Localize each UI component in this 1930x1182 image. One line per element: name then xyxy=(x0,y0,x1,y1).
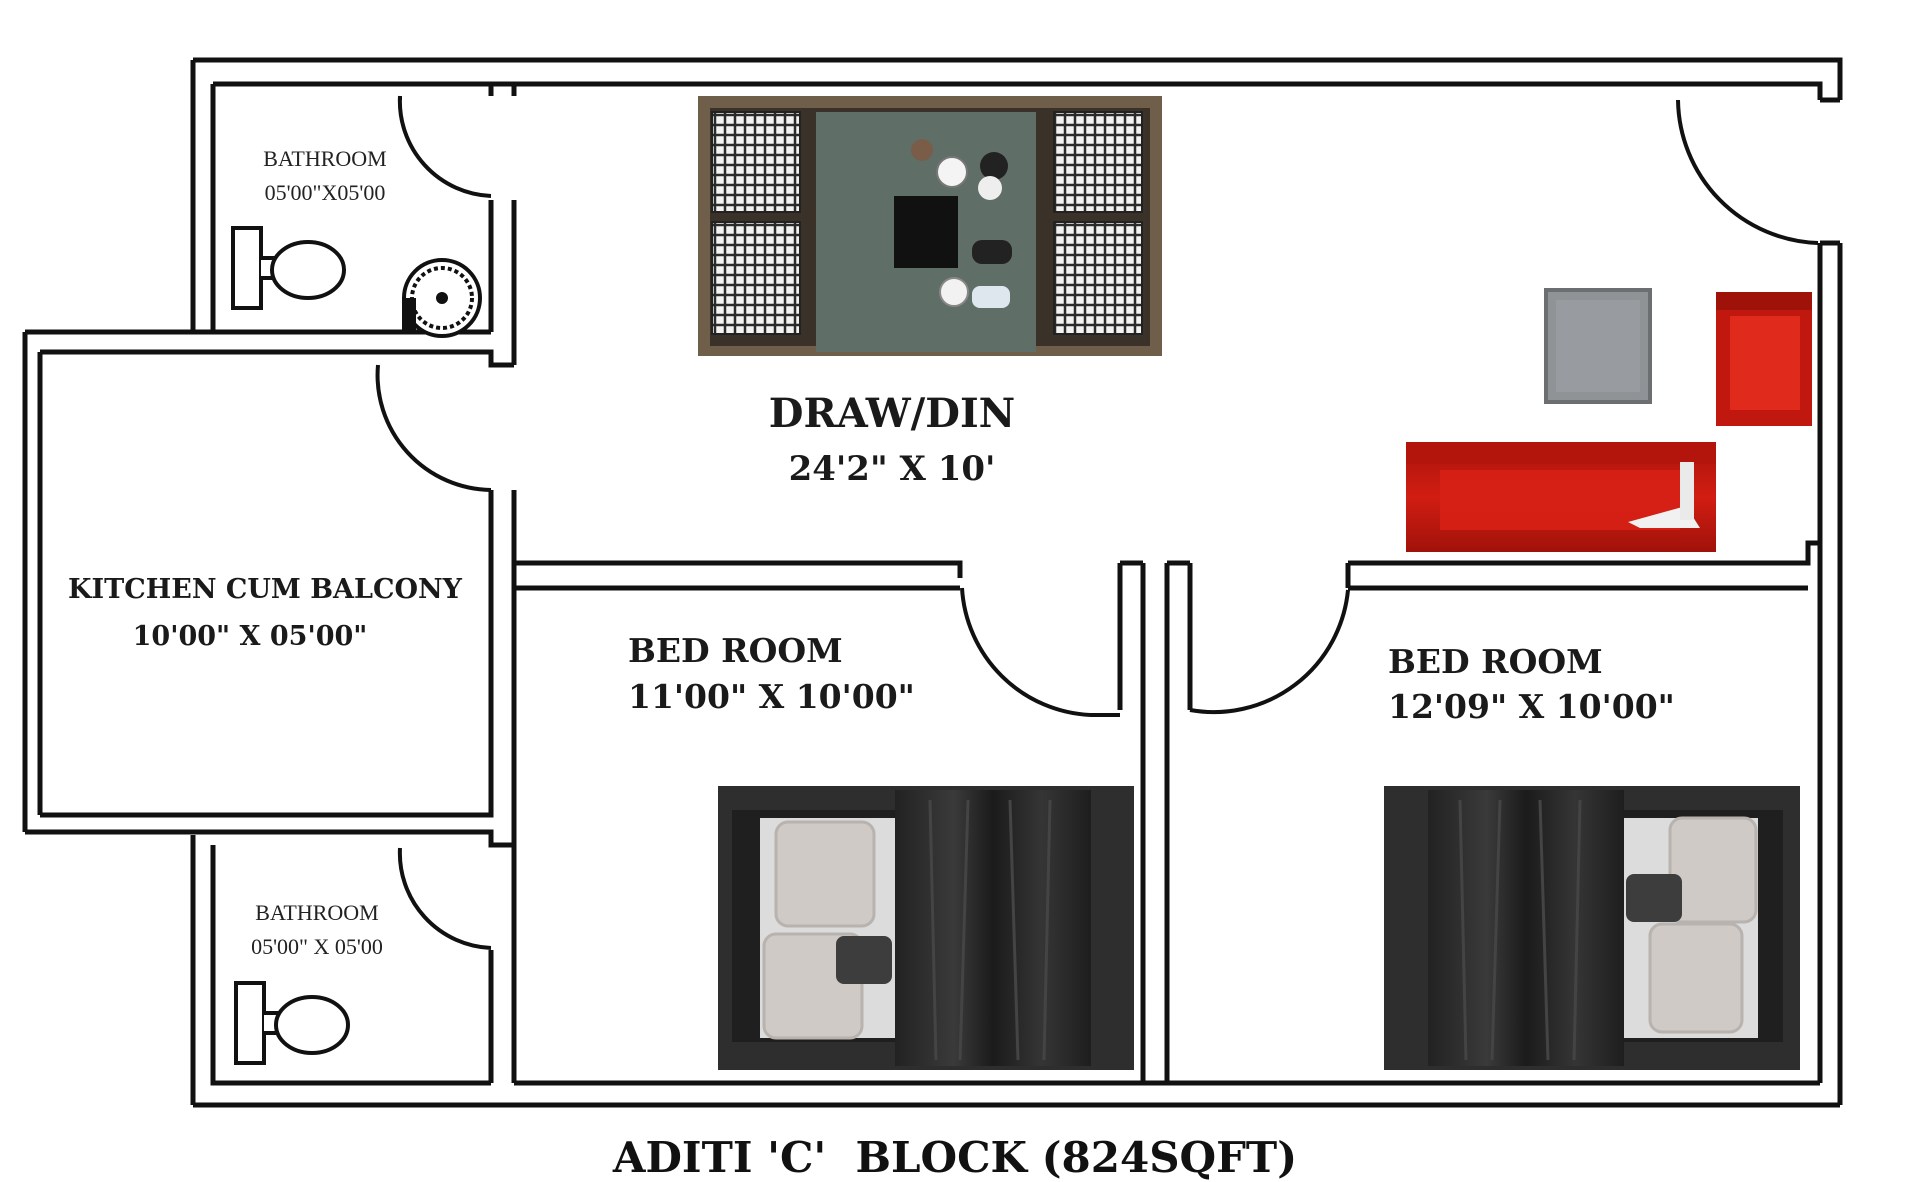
bed1-name: BED ROOM xyxy=(628,631,843,670)
double-bed-icon xyxy=(1384,786,1800,1070)
toilet-icon xyxy=(234,981,350,1065)
bath-bottom-name: BATHROOM xyxy=(255,900,378,925)
wash-basin-icon xyxy=(402,258,482,338)
bath-bottom-size: 05'00" X 05'00 xyxy=(251,934,383,959)
plan-caption: ADITI 'C' BLOCK (824SQFT) xyxy=(612,1133,1297,1182)
door-swing-icon xyxy=(375,95,1819,950)
bed1-size: 11'00" X 10'00" xyxy=(628,677,915,716)
bed2-size: 12'09" X 10'00" xyxy=(1388,687,1675,726)
walls xyxy=(22,57,1843,1108)
sofa-icon xyxy=(1406,442,1716,552)
toilet-icon xyxy=(231,226,346,310)
double-bed-icon xyxy=(718,786,1134,1070)
draw-din-size: 24'2" X 10' xyxy=(789,449,996,489)
bath-top-size: 05'00"X05'00 xyxy=(265,180,386,205)
kitchen-name: KITCHEN CUM BALCONY xyxy=(68,574,463,605)
kitchen-size: 10'00" X 05'00" xyxy=(133,621,368,652)
armchair-icon xyxy=(1716,292,1812,426)
dining-set-icon xyxy=(698,96,1162,356)
bath-top-name: BATHROOM xyxy=(263,146,386,171)
bed2-name: BED ROOM xyxy=(1388,642,1603,681)
side-table-icon xyxy=(1544,288,1652,404)
draw-din-name: DRAW/DIN xyxy=(769,390,1015,437)
